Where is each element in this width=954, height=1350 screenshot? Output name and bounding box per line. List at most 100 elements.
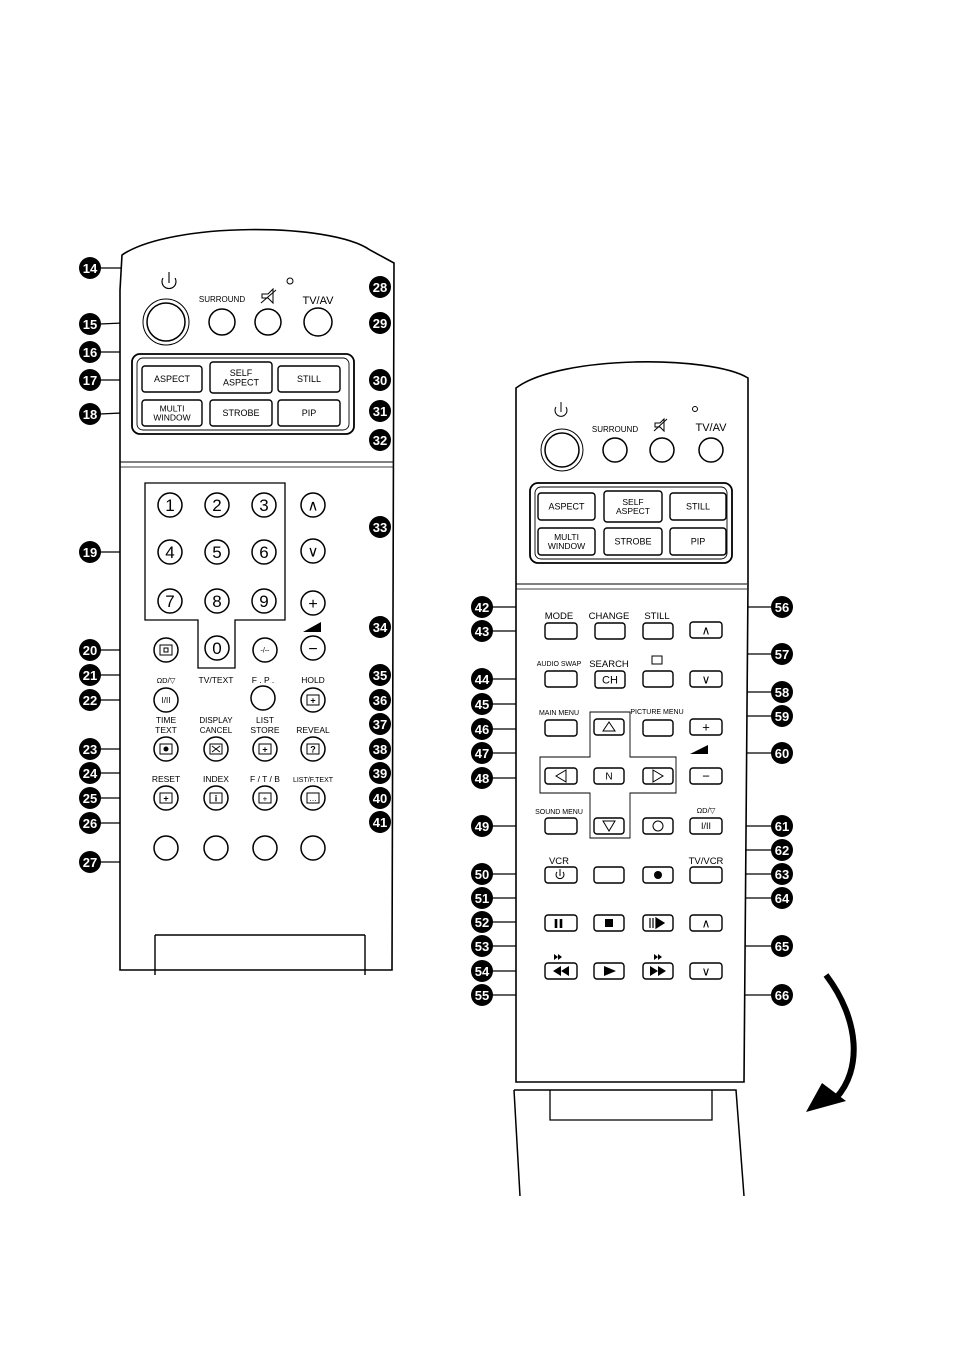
callout-disc <box>771 681 793 703</box>
multi-window-button-body <box>141 399 203 427</box>
vcr-blank-button[interactable] <box>593 866 625 884</box>
index-label: INDEX <box>203 774 229 784</box>
volume-down-button[interactable]: − <box>300 635 326 661</box>
mute-slash <box>260 289 277 304</box>
callout-53: 53 <box>471 935 493 957</box>
cursor-right-button[interactable] <box>642 767 674 785</box>
digit-7-button[interactable]: 7 <box>157 588 183 614</box>
aspect-button[interactable]: ASPECT <box>141 365 203 393</box>
digit-9-button[interactable]: 9 <box>251 588 277 614</box>
tvav-button-b[interactable] <box>698 437 724 463</box>
callout-14: 14 <box>79 257 101 279</box>
cursor-up-button[interactable] <box>593 718 625 736</box>
mute-button-b[interactable] <box>649 437 675 463</box>
fastext-color-button-2[interactable] <box>203 835 229 861</box>
pip-button-b[interactable]: PIP <box>669 527 727 556</box>
aspect-button-b[interactable]: ASPECT <box>537 492 596 521</box>
reset-button[interactable] <box>153 785 179 811</box>
cursor-down-button[interactable] <box>593 817 625 835</box>
digit-6-button-label: 6 <box>259 543 268 562</box>
strobe-button-b[interactable]: STROBE <box>603 527 663 556</box>
sound-mode-button-b-label: I/II <box>701 821 711 831</box>
callout-number: 40 <box>373 791 387 806</box>
fastext-color-button-1[interactable] <box>153 835 179 861</box>
callout-disc <box>79 689 101 711</box>
callout-27: 27 <box>79 851 101 873</box>
mute-button[interactable] <box>254 308 282 336</box>
callout-number: 65 <box>775 939 789 954</box>
sound-menu-button[interactable] <box>544 817 578 835</box>
surround-button-b[interactable] <box>602 437 628 463</box>
volume-up-button[interactable]: + <box>300 590 326 616</box>
digit-6-button[interactable]: 6 <box>251 539 277 565</box>
down-button[interactable]: ∨ <box>689 670 723 688</box>
reset-label: RESET <box>152 774 180 784</box>
channel-down-button[interactable]: ∨ <box>300 538 326 564</box>
digit-1-button[interactable]: 1 <box>157 492 183 518</box>
digit-4-button[interactable]: 4 <box>157 539 183 565</box>
picture-menu-button[interactable] <box>642 719 674 737</box>
list-ftext-button[interactable] <box>300 785 326 811</box>
fastext-color-button-3[interactable] <box>252 835 278 861</box>
digit-8-button[interactable]: 8 <box>204 588 230 614</box>
volume-up-b-label: + <box>702 720 710 735</box>
reveal-button[interactable] <box>300 736 326 762</box>
digit-0-button[interactable]: 0 <box>204 635 230 661</box>
digit-6-button-body <box>251 539 277 565</box>
sound-mode-button[interactable]: I/II <box>153 687 179 713</box>
volume-down-b[interactable]: − <box>689 767 723 785</box>
cancel-icon-cross <box>211 745 221 753</box>
ftb-button[interactable] <box>252 785 278 811</box>
fp-button[interactable] <box>250 685 276 711</box>
index-button[interactable] <box>203 785 229 811</box>
digit-3-button[interactable]: 3 <box>251 492 277 518</box>
ch-search-button[interactable]: CH <box>594 670 626 689</box>
vcr-ch-up-button[interactable]: ∧ <box>689 914 723 932</box>
callout-37: 37 <box>369 713 391 735</box>
mode-button[interactable] <box>544 622 578 640</box>
hold-button[interactable] <box>300 687 326 713</box>
tvav-button[interactable] <box>303 307 333 337</box>
callout-number: 43 <box>475 624 489 639</box>
surround-button[interactable] <box>208 308 236 336</box>
fastext-color-button-4[interactable] <box>300 835 326 861</box>
up-button[interactable]: ∧ <box>689 621 723 639</box>
list-store-button[interactable] <box>252 736 278 762</box>
still-button-b[interactable]: STILL <box>669 492 727 521</box>
channel-down-button-body <box>300 538 326 564</box>
callout-52: 52 <box>471 911 493 933</box>
vcr-power-button[interactable] <box>544 866 578 884</box>
callout-58: 58 <box>771 681 793 703</box>
n-button[interactable]: N <box>593 767 625 785</box>
audio-swap-button[interactable] <box>544 670 578 688</box>
picture-button[interactable] <box>153 637 179 663</box>
timer-button[interactable] <box>642 817 674 835</box>
digit-entry-button[interactable]: -/-- <box>252 637 278 663</box>
digit-5-button[interactable]: 5 <box>204 539 230 565</box>
strobe-button[interactable]: STROBE <box>209 399 273 427</box>
power-button-b[interactable] <box>544 432 580 468</box>
pip-button[interactable]: PIP <box>277 399 341 427</box>
main-menu-button[interactable] <box>544 719 578 737</box>
cursor-left-button[interactable] <box>544 767 578 785</box>
callout-number: 36 <box>373 693 387 708</box>
channel-up-button[interactable]: ∧ <box>300 492 326 518</box>
still2-button[interactable] <box>642 622 674 640</box>
volume-up-b[interactable]: + <box>689 718 723 736</box>
sound-mode-button-b[interactable]: I/II <box>689 817 723 835</box>
still-button[interactable]: STILL <box>277 365 341 393</box>
tv-vcr-button[interactable] <box>689 866 723 884</box>
power-button[interactable] <box>146 302 186 342</box>
digit-2-button[interactable]: 2 <box>204 492 230 518</box>
vcr-ch-down-button[interactable]: ∨ <box>689 962 723 980</box>
picture-button-b[interactable] <box>642 670 674 688</box>
callout-33: 33 <box>369 516 391 538</box>
change-button[interactable] <box>594 622 626 640</box>
change-label: CHANGE <box>589 611 630 622</box>
hold-label: HOLD <box>301 675 325 685</box>
record-icon <box>654 871 662 879</box>
